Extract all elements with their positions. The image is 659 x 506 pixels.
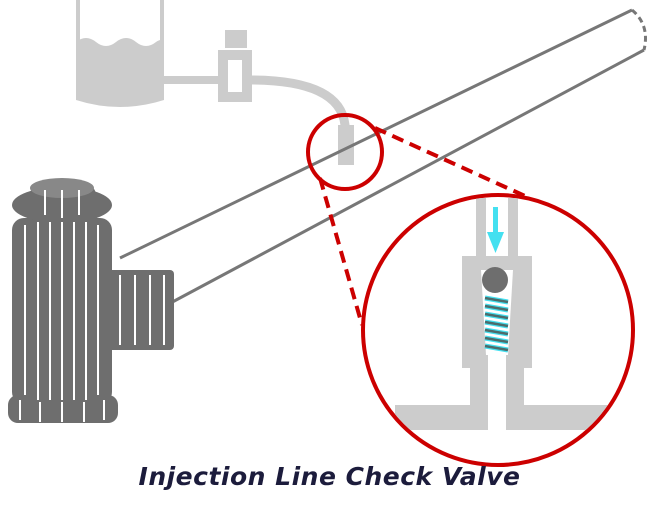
callout-lines (318, 126, 526, 326)
injection-tube (249, 75, 350, 162)
diagram-caption: Injection Line Check Valve (138, 462, 521, 491)
pump-motor (8, 178, 174, 423)
flow-arrow-icon (487, 207, 504, 253)
inline-fitting (162, 30, 252, 102)
chemical-tank (76, 0, 164, 107)
check-ball (482, 267, 508, 293)
highlight-circle-small (306, 113, 384, 191)
